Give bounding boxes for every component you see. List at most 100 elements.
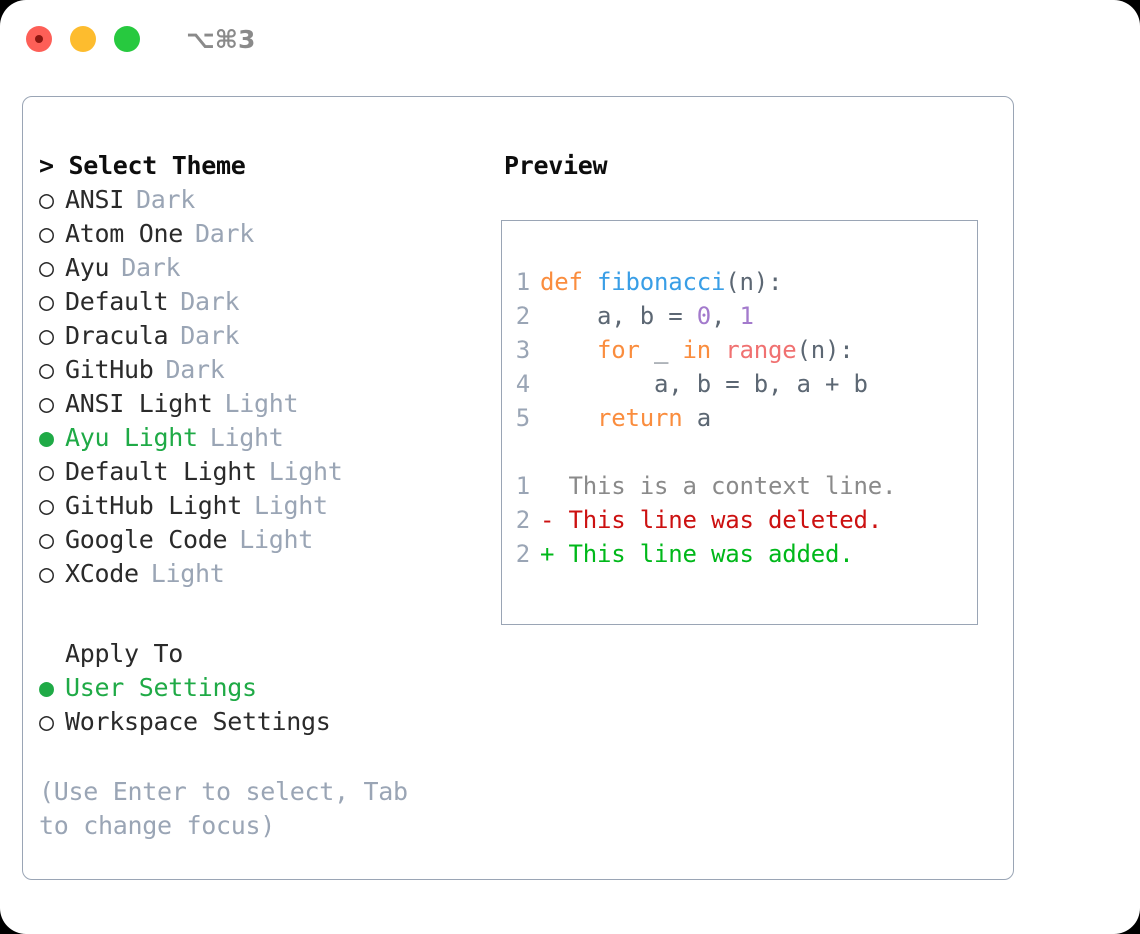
code-line: 5 return a [502,401,977,435]
line-number: 1 [515,268,530,296]
radio-unselected-icon: ○ [39,389,54,418]
code-line-content: a, b = b, a + b [540,367,868,401]
list-spacer [39,591,493,637]
radio-unselected-icon: ○ [39,219,54,248]
radio-unselected-icon: ○ [39,491,54,520]
apply-to-option-user-settings[interactable]: ● User Settings [39,671,493,705]
selection-caret-icon: > [39,151,54,180]
theme-option-variant: Light [268,457,343,486]
theme-option-label: Google Code [65,525,228,554]
code-line: 3 for _ in range(n): [502,333,977,367]
token-plain: , [711,302,740,330]
diff-line: 2- This line was deleted. [502,503,977,537]
theme-option-label: GitHub Light [65,491,243,520]
diff-line: 2+ This line was added. [502,537,977,571]
keyboard-shortcut-label: ⌥⌘3 [186,24,256,54]
maximize-button-icon[interactable] [114,26,140,52]
theme-option-xcode[interactable]: ○ XCode Light [39,557,493,591]
theme-option-label: XCode [65,559,139,588]
apply-to-list: ● User Settings ○Workspace Settings [39,671,493,739]
theme-option-variant: Dark [195,219,255,248]
line-number: 3 [515,336,530,364]
radio-unselected-icon: ○ [39,559,54,588]
code-line-content: a, b = 0, 1 [540,299,754,333]
token-plain: _ [639,336,683,364]
theme-option-variant: Light [209,423,284,452]
code-line: 2 a, b = 0, 1 [502,299,977,333]
hint-spacer [39,739,493,775]
diff-line-content: This is a context line. [540,472,897,500]
apply-to-option-label: Workspace Settings [65,707,331,736]
theme-option-variant: Dark [165,355,225,384]
diff-sample: 1 This is a context line.2- This line wa… [502,469,977,571]
close-button-icon[interactable] [26,26,52,52]
minimize-button-icon[interactable] [70,26,96,52]
theme-option-variant: Dark [180,287,240,316]
diff-line: 1 This is a context line. [502,469,977,503]
radio-selected-icon: ● [39,673,54,702]
radio-unselected-icon: ○ [39,253,54,282]
theme-option-ayu-light[interactable]: ● Ayu Light Light [39,421,493,455]
token-plain [540,404,597,432]
token-punc: (n): [796,336,854,364]
theme-option-variant: Light [150,559,225,588]
theme-option-label: Default Light [65,457,257,486]
theme-option-label: Ayu Light [65,423,198,452]
token-call: range [725,336,797,364]
page-title: > Select Theme [39,149,493,183]
theme-option-label: Ayu [65,253,110,282]
radio-unselected-icon: ○ [39,185,54,214]
line-number: 1 [515,472,530,500]
token-kw: for [597,336,640,364]
radio-unselected-icon: ○ [39,321,54,350]
theme-option-label: GitHub [65,355,154,384]
theme-option-ansi-light[interactable]: ○ ANSI Light Light [39,387,493,421]
token-kw: def [540,268,597,296]
theme-option-variant: Light [239,525,314,554]
theme-option-variant: Light [224,389,299,418]
apply-to-header: Apply To [65,639,184,668]
diff-line-content: - This line was deleted. [540,506,882,534]
code-line-content: for _ in range(n): [540,333,854,367]
theme-option-variant: Light [254,491,328,520]
radio-selected-icon: ● [39,423,54,452]
code-line: 1 def fibonacci(n): [502,265,977,299]
radio-unselected-icon: ○ [39,457,54,486]
code-line-content: def fibonacci(n): [540,265,782,299]
token-plain [711,336,725,364]
token-punc: (n): [725,268,783,296]
page-title-label: Select Theme [68,151,246,180]
token-num: 0 [696,302,711,330]
token-kw: in [682,336,712,364]
code-line-content: return a [540,401,711,435]
theme-option-github-light[interactable]: ○ GitHub Light Light [39,489,493,523]
token-plain [540,336,597,364]
theme-option-variant: Dark [136,185,196,214]
window-controls [26,26,140,52]
token-kw: return [597,404,683,432]
titlebar: ⌥⌘3 [0,0,1140,78]
theme-option-label: ANSI Light [65,389,213,418]
apply-to-option-workspace-settings[interactable]: ○Workspace Settings [39,705,493,739]
theme-option-label: Dracula [65,321,169,350]
code-line: 4 a, b = b, a + b [502,367,977,401]
apply-to-option-label: User Settings [65,673,257,702]
token-plain: a, b = [540,302,697,330]
theme-option-default-light[interactable]: ○ Default Light Light [39,455,493,489]
radio-unselected-icon: ○ [39,287,54,316]
preview-title: Preview [504,151,608,180]
